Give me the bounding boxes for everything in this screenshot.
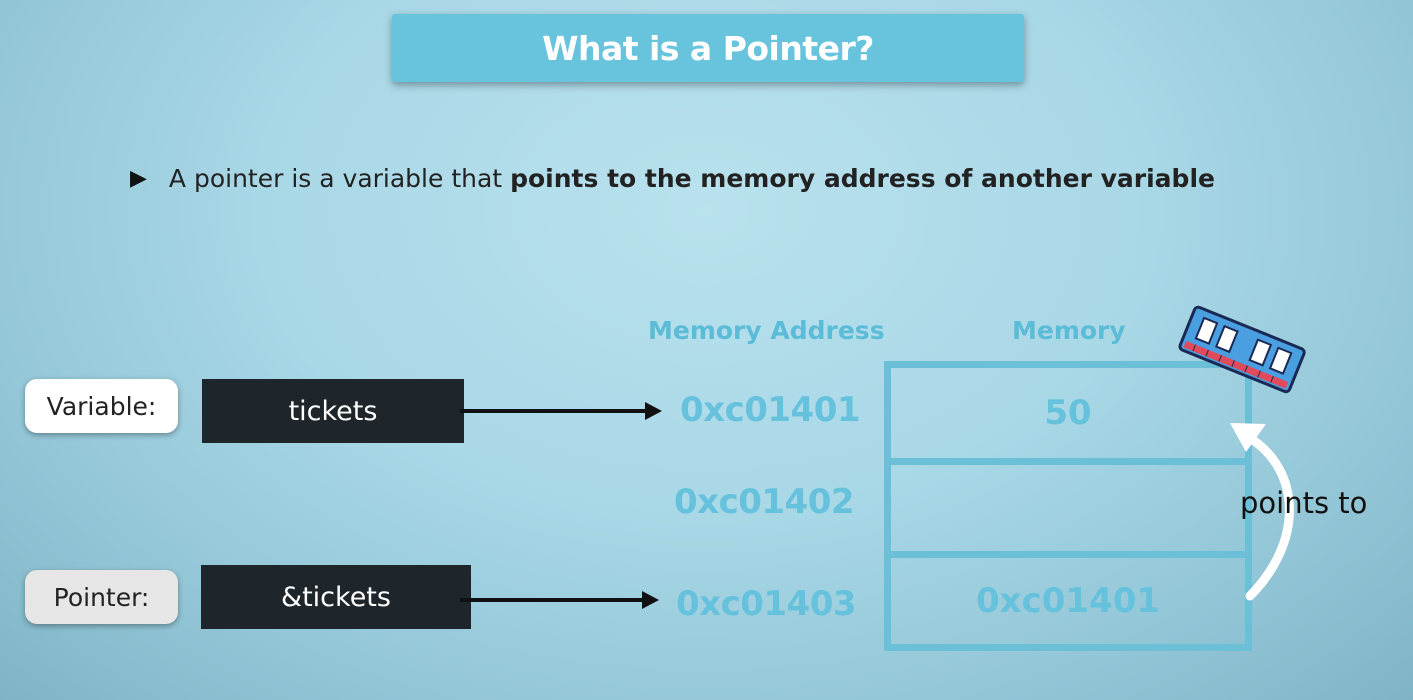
memory-table: 50 0xc01401 xyxy=(884,361,1252,651)
pointer-to-address-arrow xyxy=(460,591,659,609)
address-row-3: 0xc01403 xyxy=(676,584,857,624)
memory-header: Memory xyxy=(1012,316,1126,345)
bullet-point: ▶ A pointer is a variable that points to… xyxy=(130,158,1215,198)
bullet-text-bold: points to the memory address of another … xyxy=(510,163,1215,193)
address-row-1: 0xc01401 xyxy=(680,390,861,430)
memory-cell-1: 50 xyxy=(1044,393,1092,433)
slide-title: What is a Pointer? xyxy=(542,28,874,68)
variable-name-box: tickets xyxy=(202,379,464,443)
points-to-curved-arrow xyxy=(1230,423,1294,601)
bullet-triangle-icon: ▶ xyxy=(130,165,147,191)
memory-cell-3: 0xc01401 xyxy=(975,581,1161,621)
memory-address-header: Memory Address xyxy=(648,316,885,345)
memory-divider xyxy=(891,551,1245,558)
pointer-expression-box: &tickets xyxy=(201,565,471,629)
address-row-2: 0xc01402 xyxy=(674,482,855,522)
variable-label: Variable: xyxy=(25,379,178,433)
variable-to-address-arrow xyxy=(460,402,662,420)
memory-divider xyxy=(891,458,1245,465)
pointer-label: Pointer: xyxy=(25,570,178,624)
title-banner: What is a Pointer? xyxy=(392,14,1024,82)
ram-module-icon xyxy=(1178,305,1306,394)
bullet-text-plain: A pointer is a variable that xyxy=(168,163,503,193)
points-to-label: points to xyxy=(1240,486,1368,520)
